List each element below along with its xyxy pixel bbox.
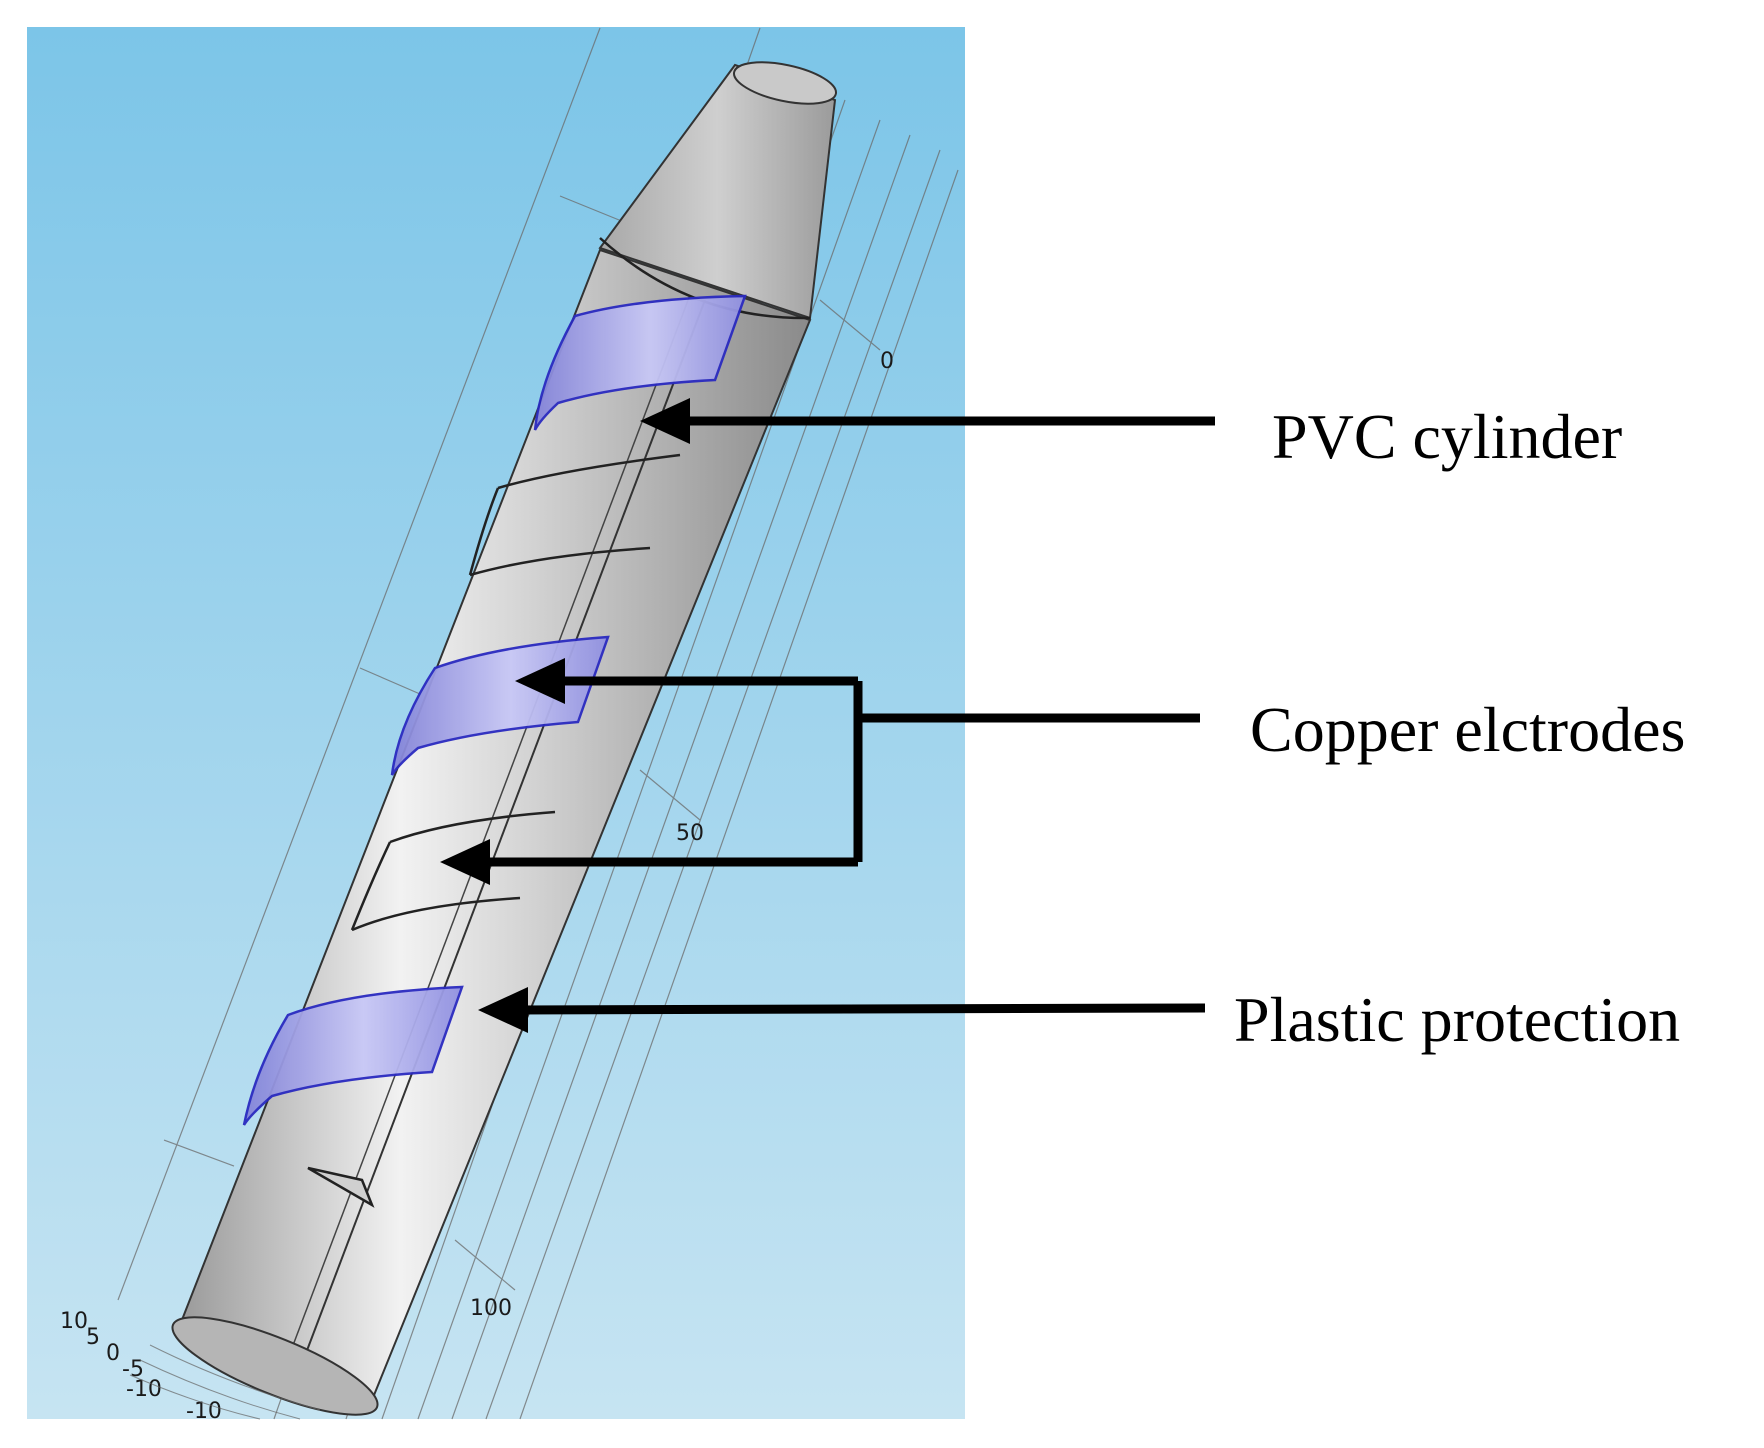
plastic-arrow-line bbox=[514, 1003, 1206, 1015]
axis-tick-bottom: 100 bbox=[470, 1296, 512, 1321]
axis-corner-ticks: 10 5 0 -5 -10 -10 bbox=[60, 1309, 222, 1424]
label-pvc-cylinder: PVC cylinder bbox=[1272, 401, 1623, 472]
callout-arrows bbox=[480, 416, 1215, 1015]
axis-tick-top: 0 bbox=[880, 349, 894, 374]
copper-electrodes bbox=[242, 294, 747, 1126]
cylinder-seam bbox=[291, 299, 706, 1391]
pvc-arrow-head bbox=[640, 398, 690, 444]
copper-lower-arrow-head bbox=[440, 839, 490, 885]
axis-tick-corner-d: -5 bbox=[122, 1357, 144, 1382]
electrode-top bbox=[533, 294, 747, 431]
cylinder-seam-inner bbox=[277, 294, 691, 1386]
arrow-left-icon bbox=[440, 398, 690, 1033]
axis-tick-corner-b: 5 bbox=[86, 1325, 100, 1350]
axis-tick-corner-a: 10 bbox=[60, 1309, 88, 1334]
plastic-protection-bands bbox=[307, 453, 681, 1208]
cylinder-base bbox=[171, 1316, 379, 1416]
axis-tick-corner-c: 0 bbox=[106, 1341, 120, 1366]
copper-upper-arrow-head bbox=[515, 658, 565, 704]
electrode-bottom bbox=[242, 985, 464, 1126]
label-copper-electrodes: Copper elctrodes bbox=[1250, 694, 1686, 765]
plastic-arrow-head bbox=[478, 987, 528, 1033]
label-plastic-protection: Plastic protection bbox=[1234, 984, 1681, 1055]
cone-top-face bbox=[732, 61, 838, 105]
axis-tick-middle: 50 bbox=[676, 821, 704, 846]
axis-corner-grid bbox=[129, 1344, 321, 1420]
